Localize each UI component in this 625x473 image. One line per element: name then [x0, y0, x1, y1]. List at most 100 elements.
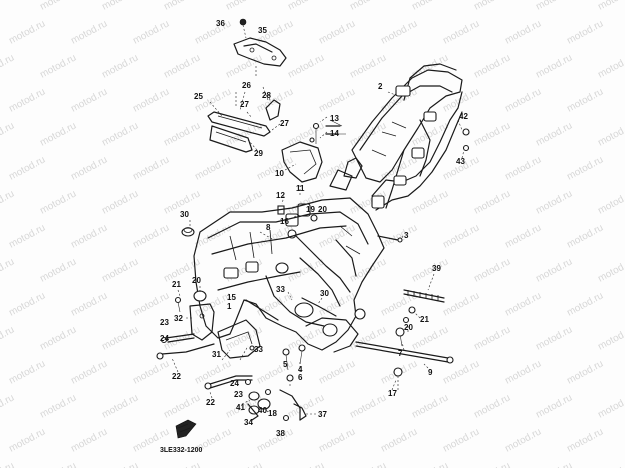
- watermark-text: motod.ru: [317, 426, 357, 454]
- watermark-text: motod.ru: [596, 324, 625, 352]
- watermark-text: motod.ru: [224, 0, 264, 13]
- watermark-text: motod.ru: [100, 52, 140, 80]
- callout-2: 2: [378, 82, 383, 91]
- watermark-text: motod.ru: [100, 324, 140, 352]
- watermark-text: motod.ru: [348, 120, 388, 148]
- callout-21b: 21: [420, 315, 429, 324]
- callout-1: 30: [320, 289, 329, 298]
- lower-shaft-part-9: [355, 327, 454, 390]
- watermark-text: motod.ru: [255, 290, 295, 318]
- watermark-text: motod.ru: [534, 324, 574, 352]
- watermark-text: motod.ru: [534, 256, 574, 284]
- watermark-text: motod.ru: [565, 426, 605, 454]
- callout-15: 33: [276, 285, 285, 294]
- callout-labels: 36 35 26 28 27 27 25 29 2 13 14 42 43 10…: [160, 19, 468, 454]
- watermark-text: motod.ru: [503, 154, 543, 182]
- drawing-number: 3LE332-1200: [160, 447, 203, 454]
- watermark-text: motod.ru: [441, 290, 481, 318]
- callout-27a: 27: [240, 100, 249, 109]
- callout-30a: 30: [180, 210, 189, 219]
- callout-14: 14: [330, 129, 339, 138]
- watermark-text: motod.ru: [100, 392, 140, 420]
- callout-28: 28: [262, 91, 271, 100]
- callout-42: 42: [459, 112, 468, 121]
- watermark-text: motod.ru: [131, 18, 171, 46]
- watermark-text: motod.ru: [317, 358, 357, 386]
- callout-4: 4: [298, 365, 303, 374]
- watermark-text: motod.ru: [0, 188, 16, 216]
- callout-19: 19: [306, 205, 315, 214]
- watermark-text: motod.ru: [131, 222, 171, 250]
- bottom-bolts-4-5-6: [282, 344, 306, 382]
- left-side-parts: [156, 227, 261, 361]
- watermark-text: motod.ru: [193, 154, 233, 182]
- watermark-text: motod.ru: [410, 460, 450, 468]
- watermark-text: motod.ru: [7, 154, 47, 182]
- watermark-text: motod.ru: [38, 188, 78, 216]
- callout-38: 38: [276, 429, 285, 438]
- watermark-text: motod.ru: [534, 52, 574, 80]
- watermark-text: motod.ru: [441, 222, 481, 250]
- callout-10: 10: [275, 169, 284, 178]
- watermark-text: motod.ru: [317, 18, 357, 46]
- watermark-text: motod.ru: [7, 358, 47, 386]
- watermark-text: motod.ru: [100, 188, 140, 216]
- callout-8: 8: [266, 223, 271, 232]
- watermark-text: motod.ru: [565, 154, 605, 182]
- callout-16: 16: [280, 217, 289, 226]
- watermark-text: motod.ru: [441, 358, 481, 386]
- watermark-text: motod.ru: [596, 392, 625, 420]
- callout-26: 26: [242, 81, 251, 90]
- watermark-text: motod.ru: [410, 256, 450, 284]
- watermark-text: motod.ru: [503, 358, 543, 386]
- callout-36: 36: [216, 19, 225, 28]
- watermark-text: motod.ru: [131, 154, 171, 182]
- watermark-text: motod.ru: [472, 0, 512, 13]
- watermark-text: motod.ru: [38, 0, 78, 13]
- right-side-parts: [377, 235, 445, 324]
- watermark-text: motod.ru: [100, 256, 140, 284]
- bottom-parts-37-38: [282, 403, 316, 422]
- watermark-text: motod.ru: [596, 460, 625, 468]
- watermark-text: motod.ru: [410, 120, 450, 148]
- callout-20b: 1: [227, 302, 232, 311]
- watermark-text: motod.ru: [441, 86, 481, 114]
- watermark-text: motod.ru: [410, 392, 450, 420]
- bracket-part-10: [281, 122, 323, 183]
- watermark-text: motod.ru: [38, 256, 78, 284]
- watermark-text: motod.ru: [69, 86, 109, 114]
- callout-17: 17: [388, 389, 397, 398]
- callout-20a: 20: [318, 205, 327, 214]
- watermark-text: motod.ru: [286, 324, 326, 352]
- watermark-text: motod.ru: [0, 52, 16, 80]
- watermark-text: motod.ru: [38, 392, 78, 420]
- watermark-text: motod.ru: [162, 460, 202, 468]
- callout-43: 43: [456, 157, 465, 166]
- watermark-text: motod.ru: [410, 324, 450, 352]
- callout-25: 25: [194, 92, 203, 101]
- callout-35: 35: [258, 26, 267, 35]
- watermark-text: motod.ru: [0, 392, 16, 420]
- callout-23b: 23: [234, 390, 243, 399]
- watermark-text: motod.ru: [472, 324, 512, 352]
- watermark-text: motod.ru: [379, 222, 419, 250]
- watermark-text: motod.ru: [131, 86, 171, 114]
- callout-33a: 21: [172, 280, 181, 289]
- callout-29: 29: [254, 149, 263, 158]
- watermark-text: motod.ru: [131, 290, 171, 318]
- watermark-text: motod.ru: [317, 86, 357, 114]
- callout-7: 7: [398, 349, 403, 358]
- watermark-text: motod.ru: [596, 52, 625, 80]
- watermark-text: motod.ru: [410, 188, 450, 216]
- callout-18: 18: [268, 409, 277, 418]
- watermark-text: motod.ru: [255, 358, 295, 386]
- watermark-text: motod.ru: [131, 358, 171, 386]
- watermark-text: motod.ru: [100, 460, 140, 468]
- callout-39: 39: [432, 264, 441, 273]
- watermark-text: motod.ru: [224, 460, 264, 468]
- watermark-text: motod.ru: [193, 18, 233, 46]
- watermark-text: motod.ru: [0, 120, 16, 148]
- stay-part-25: [207, 91, 281, 153]
